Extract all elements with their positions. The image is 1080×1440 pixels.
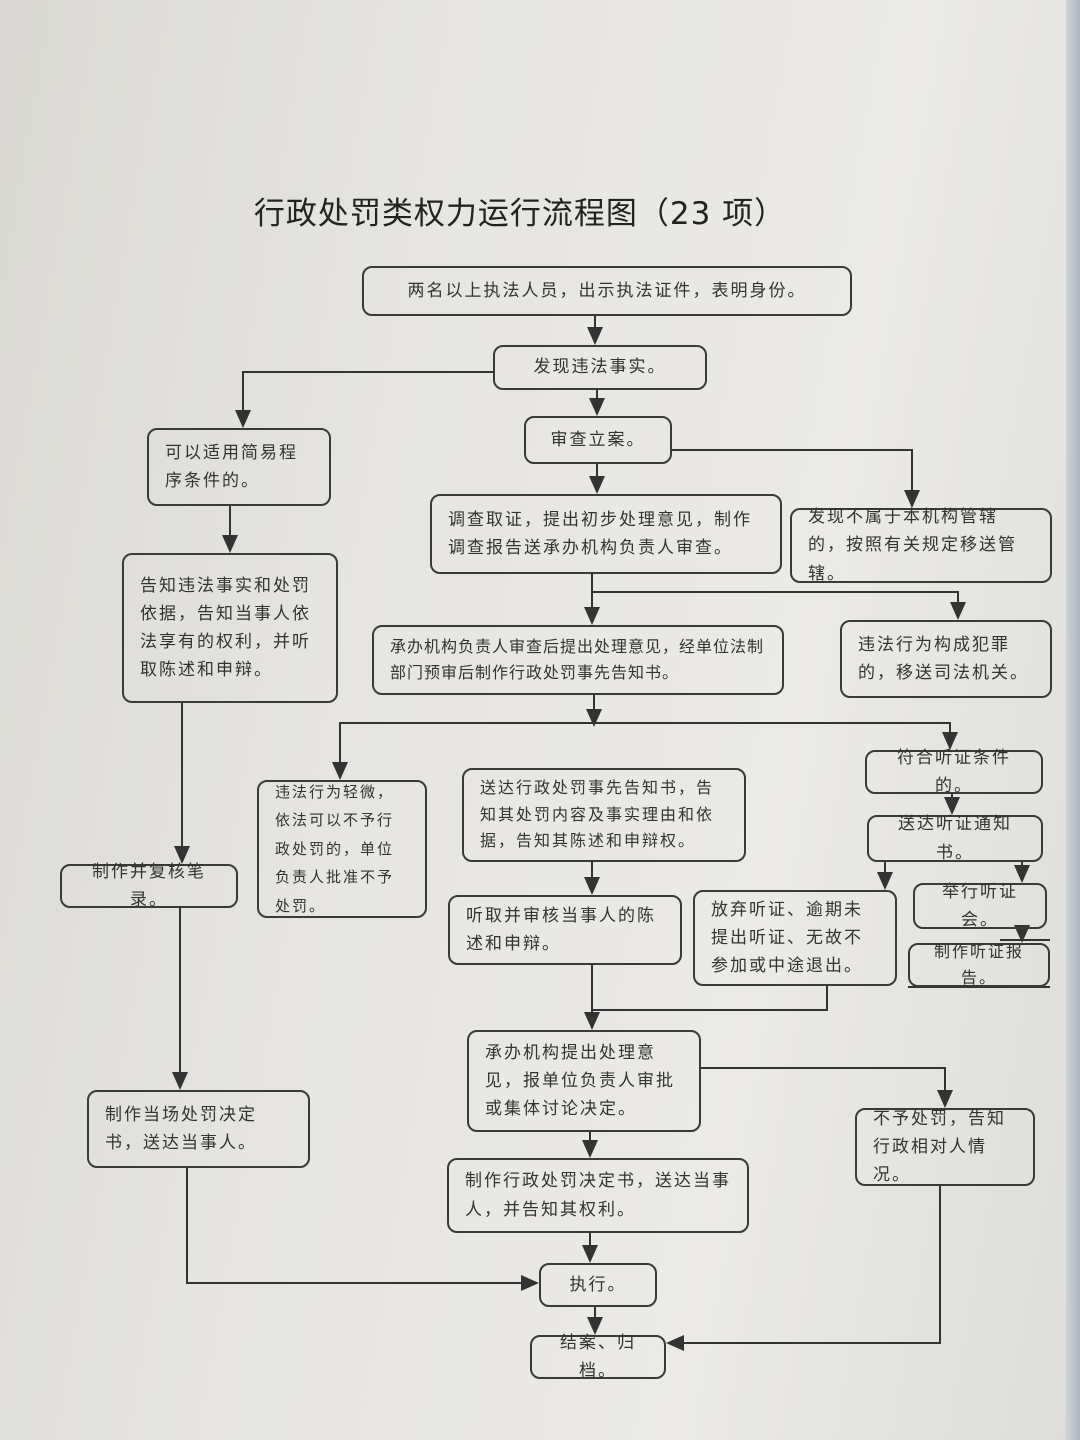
node-discover-violation: 发现违法事实。 — [493, 345, 707, 390]
arrow — [592, 591, 966, 620]
node-onsite-decision: 制作当场处罚决定书，送达当事人。 — [87, 1090, 310, 1168]
node-investigation: 调查取证，提出初步处理意见，制作调查报告送承办机构负责人审查。 — [430, 494, 782, 574]
node-hearing-eligible: 符合听证条件的。 — [865, 748, 1043, 796]
node-case-filing: 审查立案。 — [524, 416, 672, 464]
page-edge — [1066, 0, 1080, 1440]
line — [592, 986, 828, 1011]
arrow — [594, 722, 958, 750]
arrow — [672, 449, 920, 508]
node-hold-hearing: 举行听证会。 — [913, 882, 1047, 930]
node-close-archive: 结案、归档。 — [530, 1333, 666, 1381]
node-simple-procedure: 可以适用简易程序条件的。 — [147, 428, 331, 506]
arrow — [332, 722, 594, 780]
node-no-penalty-minor: 违法行为轻微，依法可以不予行政处罚的，单位负责人批准不予处罚。 — [257, 780, 427, 918]
node-no-penalty-notify: 不予处罚，告知行政相对人情况。 — [855, 1108, 1035, 1186]
arrow — [701, 1067, 953, 1108]
node-hearing-notice: 送达听证通知书。 — [867, 814, 1043, 863]
node-identify: 两名以上执法人员，出示执法证件，表明身份。 — [362, 266, 852, 316]
arrow — [235, 371, 493, 428]
node-transfer-jurisdiction: 发现不属于本机构管辖的，按照有关规定移送管辖。 — [790, 507, 1052, 584]
page-title: 行政处罚类权力运行流程图（23 项） — [253, 196, 787, 232]
arrow — [186, 1168, 539, 1291]
node-hearing-report: 制作听证报告。 — [908, 942, 1050, 987]
node-transfer-judicial: 违法行为构成犯罪的，移送司法机关。 — [840, 620, 1052, 698]
node-deliver-prenotice: 送达行政处罚事先告知书，告知其处罚内容及事实理由和依据，告知其陈述和申辩权。 — [462, 768, 746, 862]
node-review-prenotice: 承办机构负责人审查后提出处理意见，经单位法制部门预审后制作行政处罚事先告知书。 — [372, 625, 784, 695]
arrow — [666, 1186, 941, 1351]
node-waive-hearing: 放弃听证、逾期未提出听证、无故不参加或中途退出。 — [693, 890, 897, 986]
node-hear-defense: 听取并审核当事人的陈述和申辩。 — [448, 895, 682, 965]
node-notify-facts: 告知违法事实和处罚依据，告知当事人依法享有的权利，并听取陈述和申辩。 — [122, 553, 338, 703]
node-penalty-decision: 制作行政处罚决定书，送达当事人，并告知其权利。 — [447, 1158, 749, 1233]
node-decision-approval: 承办机构提出处理意见，报单位负责人审批或集体讨论决定。 — [467, 1030, 701, 1132]
node-record: 制作并复核笔录。 — [60, 862, 238, 910]
node-execute: 执行。 — [539, 1263, 657, 1307]
